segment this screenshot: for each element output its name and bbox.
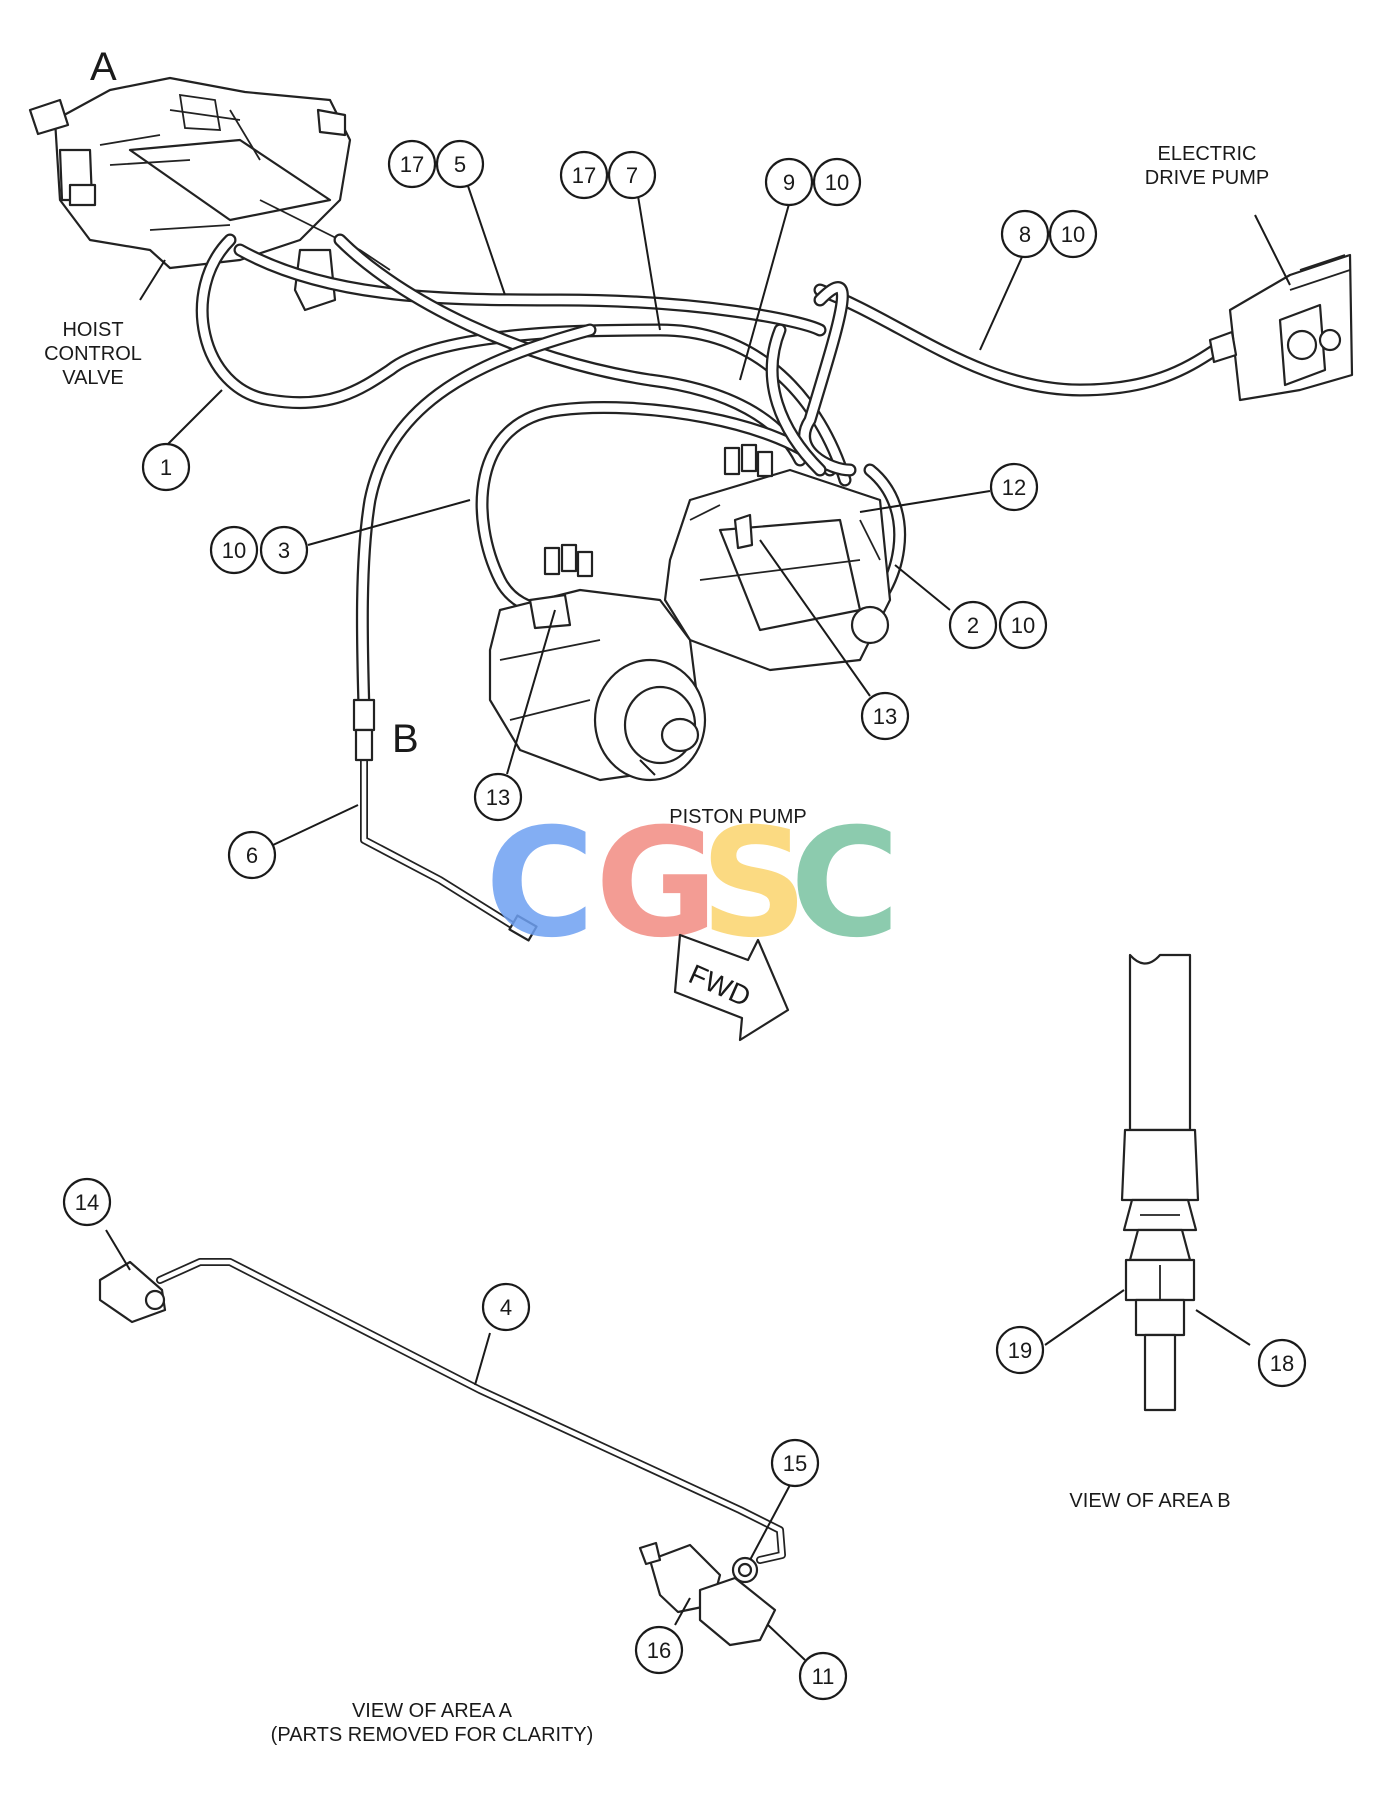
leader-lines xyxy=(105,185,1291,1661)
svg-text:11: 11 xyxy=(812,1664,835,1689)
callout-13-front: 13 xyxy=(473,772,523,822)
svg-text:13: 13 xyxy=(486,785,510,810)
hoist-valve-caption-line3: VALVE xyxy=(62,367,124,389)
svg-text:2: 2 xyxy=(967,613,979,638)
callout-8-qty: 10 xyxy=(1048,209,1098,259)
svg-text:10: 10 xyxy=(222,538,246,563)
area-b-letter: B xyxy=(392,717,419,761)
watermark-letter: C xyxy=(790,797,900,971)
callout-9-qty: 10 xyxy=(812,157,862,207)
callout-13-rear: 13 xyxy=(860,691,910,741)
svg-text:5: 5 xyxy=(454,152,466,177)
callouts: 1 2 10 3 10 4 5 17 6 7 17 8 10 9 10 11 1… xyxy=(62,139,1307,1701)
svg-text:13: 13 xyxy=(873,704,897,729)
callout-3: 3 xyxy=(259,525,309,575)
svg-text:17: 17 xyxy=(400,152,424,177)
view-area-b-caption: VIEW OF AREA B xyxy=(1069,1490,1230,1512)
svg-text:8: 8 xyxy=(1019,222,1031,247)
svg-text:1: 1 xyxy=(160,455,172,480)
callout-19: 19 xyxy=(995,1325,1045,1375)
electric-drive-pump xyxy=(1208,253,1354,402)
electric-pump-caption-line1: ELECTRIC xyxy=(1158,143,1257,165)
callout-14: 14 xyxy=(62,1177,112,1227)
svg-text:16: 16 xyxy=(647,1638,671,1663)
area-b-fitting xyxy=(352,698,538,942)
svg-text:18: 18 xyxy=(1270,1351,1294,1376)
svg-text:17: 17 xyxy=(572,163,596,188)
cgsc-watermark: C G S C xyxy=(485,797,900,971)
area-b-detail xyxy=(1120,953,1200,1412)
text-labels: A B HOIST CONTROL VALVE ELECTRIC DRIVE P… xyxy=(44,45,1269,1746)
callout-6: 6 xyxy=(227,830,277,880)
area-a-detail xyxy=(98,1258,786,1647)
svg-text:10: 10 xyxy=(825,170,849,195)
callout-2-qty: 10 xyxy=(998,600,1048,650)
hoist-control-valve xyxy=(28,76,391,312)
svg-text:10: 10 xyxy=(1061,222,1085,247)
svg-text:3: 3 xyxy=(278,538,290,563)
view-area-a-caption-line2: (PARTS REMOVED FOR CLARITY) xyxy=(271,1724,594,1746)
svg-text:14: 14 xyxy=(75,1190,99,1215)
callout-5-qty: 17 xyxy=(387,139,437,189)
callout-1: 1 xyxy=(141,442,191,492)
piston-pump-rear xyxy=(663,443,892,672)
area-a-letter: A xyxy=(90,45,117,89)
hoist-valve-caption-line1: HOIST xyxy=(62,319,123,341)
callout-8: 8 xyxy=(1000,209,1050,259)
piston-pump-caption: PISTON PUMP xyxy=(669,806,806,828)
hoist-valve-caption-line2: CONTROL xyxy=(44,343,142,365)
callout-9: 9 xyxy=(764,157,814,207)
electric-pump-caption-line2: DRIVE PUMP xyxy=(1145,167,1269,189)
callout-12: 12 xyxy=(989,462,1039,512)
watermark-letter: C xyxy=(485,797,595,971)
svg-text:9: 9 xyxy=(783,170,795,195)
watermark-letter: S xyxy=(700,797,808,971)
svg-text:4: 4 xyxy=(500,1295,512,1320)
svg-text:15: 15 xyxy=(783,1451,807,1476)
view-area-a-caption-line1: VIEW OF AREA A xyxy=(352,1700,513,1722)
svg-text:6: 6 xyxy=(246,843,258,868)
callout-15: 15 xyxy=(770,1438,820,1488)
callout-3-qty: 10 xyxy=(209,525,259,575)
callout-2: 2 xyxy=(948,600,998,650)
callout-7: 7 xyxy=(607,150,657,200)
hose-lines xyxy=(195,233,1222,934)
callout-4: 4 xyxy=(481,1282,531,1332)
callout-18: 18 xyxy=(1257,1338,1307,1388)
svg-text:19: 19 xyxy=(1008,1338,1032,1363)
svg-text:7: 7 xyxy=(626,163,638,188)
svg-text:12: 12 xyxy=(1002,475,1026,500)
callout-7-qty: 17 xyxy=(559,150,609,200)
svg-text:10: 10 xyxy=(1011,613,1035,638)
callout-5: 5 xyxy=(435,139,485,189)
callout-16: 16 xyxy=(634,1625,684,1675)
callout-11: 11 xyxy=(798,1651,848,1701)
